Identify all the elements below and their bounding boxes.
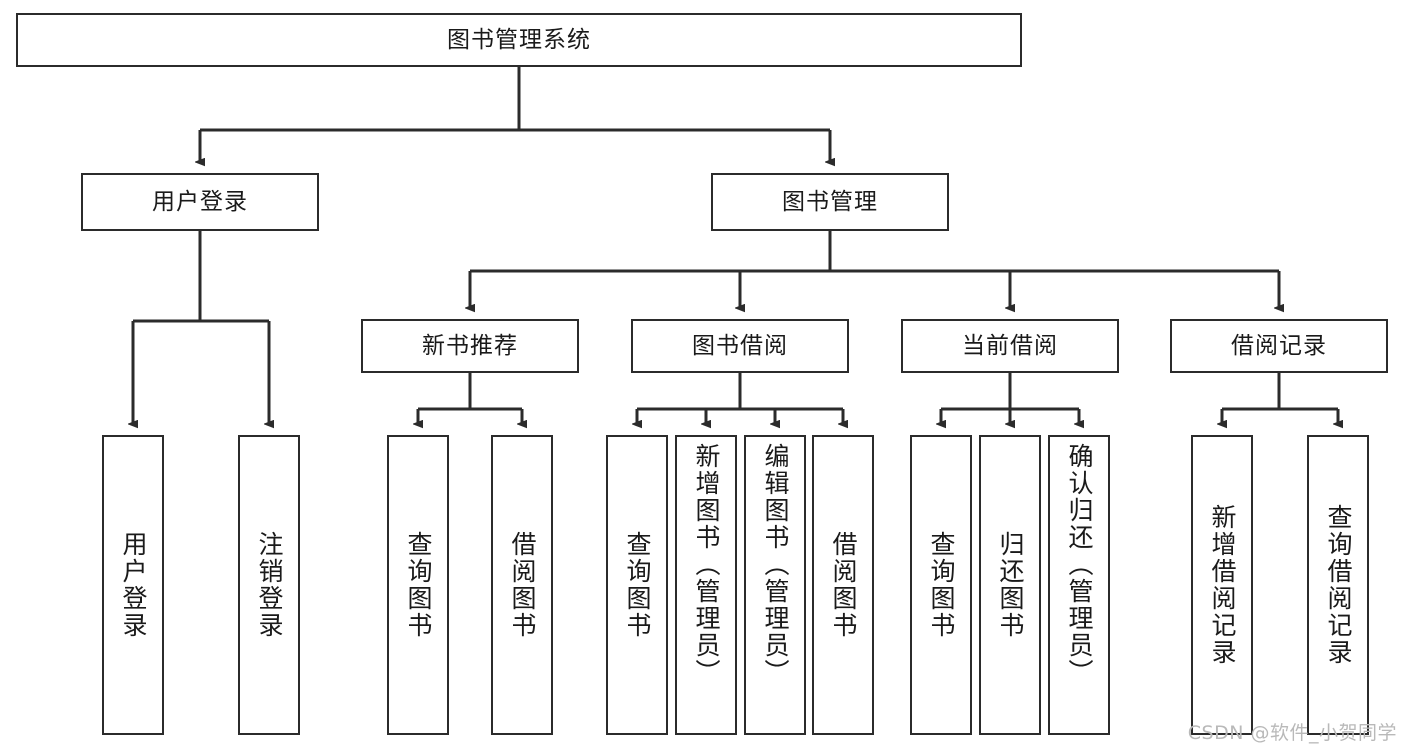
node-label: 图书管理系统	[447, 26, 591, 53]
node-book-management[interactable]: 图书管理	[711, 173, 949, 231]
leaf-logout[interactable]: 注销登录	[238, 435, 300, 735]
node-label: 借阅记录	[1231, 332, 1327, 359]
leaf-query-book-borrowing[interactable]: 查询图书	[606, 435, 668, 735]
node-label: 查询图书	[927, 531, 956, 639]
node-label: 新增图书（管理员）	[692, 443, 721, 686]
node-label: 查询图书	[404, 531, 433, 639]
leaf-query-borrow-record[interactable]: 查询借阅记录	[1307, 435, 1369, 735]
node-label: 确认归还（管理员）	[1065, 443, 1094, 686]
node-label: 借阅图书	[829, 531, 858, 639]
node-book-borrowing[interactable]: 图书借阅	[631, 319, 849, 373]
leaf-return-book[interactable]: 归还图书	[979, 435, 1041, 735]
node-borrowing-records[interactable]: 借阅记录	[1170, 319, 1388, 373]
node-current-borrowing[interactable]: 当前借阅	[901, 319, 1119, 373]
csdn-watermark: CSDN @软件_小贺同学	[1187, 722, 1397, 744]
leaf-confirm-return-admin[interactable]: 确认归还（管理员）	[1048, 435, 1110, 735]
leaf-borrow-book-recommendation[interactable]: 借阅图书	[491, 435, 553, 735]
leaf-query-book-current[interactable]: 查询图书	[910, 435, 972, 735]
node-label: 新增借阅记录	[1208, 504, 1237, 666]
node-book-management-system[interactable]: 图书管理系统	[16, 13, 1022, 67]
node-label: 借阅图书	[508, 531, 537, 639]
leaf-add-borrow-record[interactable]: 新增借阅记录	[1191, 435, 1253, 735]
node-label: 查询图书	[623, 531, 652, 639]
node-label: 新书推荐	[422, 332, 518, 359]
node-new-book-recommendation[interactable]: 新书推荐	[361, 319, 579, 373]
leaf-borrow-book[interactable]: 借阅图书	[812, 435, 874, 735]
node-label: 当前借阅	[962, 332, 1058, 359]
node-label: 图书借阅	[692, 332, 788, 359]
node-label: 图书管理	[782, 188, 878, 215]
node-label: 归还图书	[996, 531, 1025, 639]
node-label: 查询借阅记录	[1324, 504, 1353, 666]
node-label: 注销登录	[255, 531, 284, 639]
leaf-user-login[interactable]: 用户登录	[102, 435, 164, 735]
leaf-query-book-recommendation[interactable]: 查询图书	[387, 435, 449, 735]
leaf-add-book-admin[interactable]: 新增图书（管理员）	[675, 435, 737, 735]
node-label: 用户登录	[152, 188, 248, 215]
node-label: 用户登录	[119, 531, 148, 639]
node-user-login[interactable]: 用户登录	[81, 173, 319, 231]
leaf-edit-book-admin[interactable]: 编辑图书（管理员）	[744, 435, 806, 735]
node-label: 编辑图书（管理员）	[761, 443, 790, 686]
